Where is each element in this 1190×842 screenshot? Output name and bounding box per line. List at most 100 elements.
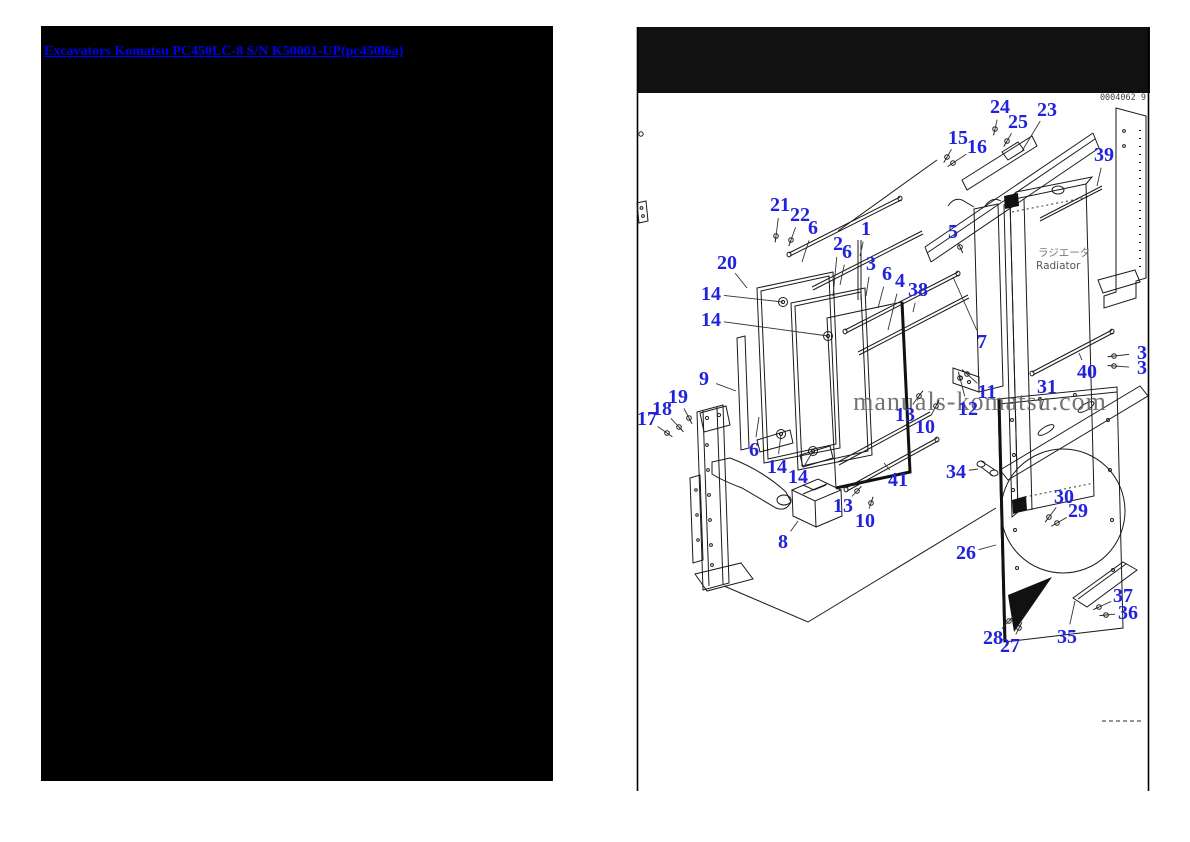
right-mount-plate (1097, 107, 1147, 309)
fastener-icon (1004, 138, 1010, 144)
callout-label: 20 (717, 252, 737, 274)
callout-label: 10 (915, 416, 935, 438)
callout-leader (1006, 133, 1012, 142)
border-clip-parts (636, 131, 649, 224)
callout-label: 13 (895, 404, 915, 426)
callout-label: 38 (908, 279, 928, 301)
fastener-icon (916, 393, 922, 399)
bottom-cover-plate (1072, 561, 1138, 608)
fastener-shank-icon (688, 417, 693, 424)
callout-leader (801, 240, 810, 263)
callout-leader (839, 264, 845, 286)
fastener-shank-icon (870, 496, 874, 504)
callout-label: 3 (1137, 357, 1147, 379)
callout-leader (1056, 517, 1067, 524)
callout-label: 18 (652, 398, 672, 420)
fastener-icon (964, 371, 970, 377)
fastener-shank-icon (957, 371, 961, 379)
callout-leader (755, 416, 760, 438)
callout-leader (912, 395, 920, 405)
callout-label: 19 (668, 386, 688, 408)
callout-label: 14 (767, 456, 787, 478)
callout-label: 14 (701, 283, 721, 305)
fastener-shank-icon (943, 156, 948, 163)
fastener-shank-icon (1003, 140, 1008, 147)
fastener-shank-icon (935, 400, 940, 407)
callout-leader (775, 217, 779, 237)
catalog-link[interactable]: Excavators Komatsu PC450LC-8 S/N K50001-… (44, 44, 404, 59)
callout-label: 14 (701, 309, 721, 331)
fastener-icon (950, 160, 956, 166)
fastener-shank-icon (1008, 615, 1014, 622)
callout-leader (804, 450, 814, 466)
callout-leader (1105, 613, 1116, 616)
callout-label: 10 (855, 510, 875, 532)
callout-leader (723, 294, 784, 303)
callout-leader (958, 243, 961, 248)
callout-leader (883, 462, 891, 471)
callout-label: 29 (1068, 500, 1088, 522)
callout-label: 21 (770, 194, 790, 216)
callout-leader (887, 293, 898, 331)
fastener-shank-icon (1092, 606, 1100, 611)
fastener-shank-icon (1018, 621, 1023, 629)
callout-leader (865, 276, 870, 297)
callout-label: 11 (978, 381, 997, 403)
callout-label: 30 (1054, 486, 1074, 508)
callout-leader (716, 383, 737, 392)
fastener-shank-icon (774, 235, 777, 243)
callout-label: 6 (842, 241, 852, 263)
callout-leader (868, 502, 872, 509)
fan-shroud (997, 386, 1126, 643)
fastener-shank-icon (1051, 522, 1058, 527)
callout-leader (851, 490, 858, 497)
cooler-core-panels (736, 240, 912, 490)
callout-leader (670, 418, 680, 428)
callout-leader (912, 302, 916, 313)
callout-leader (978, 544, 997, 551)
callout-label: 35 (1057, 626, 1077, 648)
radiator-label-jp: ラジエータ (1038, 247, 1090, 259)
callout-leader (1048, 507, 1057, 518)
callout-leader (734, 272, 748, 289)
fastener-shank-icon (959, 246, 964, 254)
callout-label: 6 (808, 217, 818, 239)
callout-leader (877, 286, 885, 309)
callout-leader (1078, 352, 1083, 361)
callout-leader (946, 149, 952, 158)
callout-label: 25 (1008, 111, 1028, 133)
callout-label: 24 (990, 96, 1010, 118)
callout-label: 31 (1037, 376, 1057, 398)
fastener-icon (957, 244, 963, 250)
callout-label: 37 (1113, 585, 1133, 607)
callout-label: 36 (1118, 602, 1138, 624)
callout-leader (790, 520, 799, 532)
diagram-line-art: ラジエータ Radiator (636, 107, 1149, 643)
fastener-shank-icon (678, 426, 684, 433)
rods-and-tubes (786, 195, 1115, 493)
callout-leader (723, 321, 829, 337)
fastener-icon (868, 500, 874, 506)
callout-leader (683, 408, 690, 419)
callout-label: 34 (946, 461, 966, 483)
radiator-label-en: Radiator (1036, 260, 1081, 272)
callout-label: 13 (833, 495, 853, 517)
fastener-shank-icon (1044, 516, 1050, 523)
callout-leader (1040, 399, 1045, 410)
fastener-shank-icon (856, 485, 862, 492)
parts-list-panel (41, 26, 553, 781)
fastener-icon (676, 424, 682, 430)
callout-label: 26 (956, 542, 976, 564)
callout-label: 2 (833, 233, 843, 255)
callout-label: 41 (888, 469, 908, 491)
callout-leader (657, 426, 668, 434)
left-mount-frame (689, 404, 997, 623)
fastener-icon (664, 430, 670, 436)
callout-label: 40 (1077, 361, 1097, 383)
callout-label: 9 (699, 368, 709, 390)
fastener-icon (944, 154, 950, 160)
callout-label: 3 (1137, 342, 1147, 364)
callout-label: 39 (1094, 144, 1114, 166)
fastener-icon (957, 375, 963, 381)
